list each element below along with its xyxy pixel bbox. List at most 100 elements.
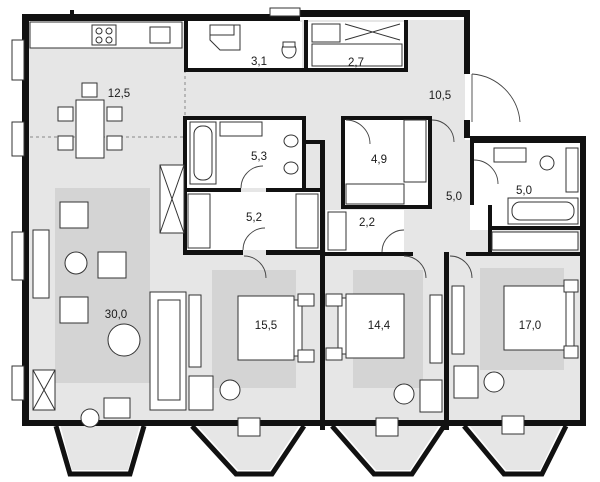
desk [419,379,443,413]
wardrobe-icon [187,193,211,249]
stove-icon [91,24,117,46]
tv-unit [188,294,202,368]
room-labels: 12,5 30,0 3,1 2,7 10,5 5,3 4,9 5,0 5,0 5… [105,56,541,332]
dressing-center [345,119,455,205]
bay-bedroom-1 [196,424,300,470]
wall-dressing-right [428,116,432,208]
chair-icon [393,383,415,405]
wall-bath-left-right [302,116,306,190]
wall-right-upper [464,10,470,74]
wall-bath-left-left [183,116,187,254]
wall-closet-left-bottom [183,250,243,255]
area-hall: 10,5 [429,90,451,102]
closet-small [327,211,405,253]
wall-bay-bedroom-2 [330,424,447,477]
nightstand [325,293,343,307]
armchair [59,296,89,324]
bedroom-1 [188,255,315,437]
wardrobe-icon [491,231,579,251]
walls [22,10,586,477]
bath-left [189,121,299,189]
area-bath-right: 5,0 [516,185,532,197]
bay-bedroom-3 [468,424,562,470]
side-table [64,251,88,275]
armchair [501,415,525,435]
nightstand [563,279,579,293]
window-top [269,7,301,17]
wall-corridor-right [488,205,492,256]
wall-dressing-top [341,116,432,120]
wardrobe-icon [565,147,579,193]
chair-icon [219,379,241,401]
bed-icon [503,285,567,351]
bedroom-3 [449,231,579,435]
chair-icon [106,135,123,151]
wall-bedroom-mid-right [444,252,449,430]
armchair [237,417,261,437]
bay-living [60,424,140,470]
area-bath-left: 5,3 [251,151,267,163]
coffee-table [107,323,141,357]
sofa-icon [149,291,187,411]
area-closet-small: 2,2 [359,217,375,229]
chair-icon [483,371,505,393]
bedroom-2 [325,255,443,437]
wall-closet-small-bottom [325,252,413,256]
wardrobe-icon [311,43,403,67]
bath-top [209,24,297,59]
desk [188,375,214,411]
nightstand [297,349,315,363]
nightstand [325,347,343,361]
wall-laundry-left [304,20,308,70]
wall-bath-right-left [470,143,474,205]
wall-top-left-step [70,10,74,21]
wall-top-right [300,10,466,17]
windows [11,7,301,401]
sink-icon [149,26,171,44]
window-left-4 [11,365,25,401]
armchair [59,201,89,229]
chair-icon [57,106,74,122]
area-kitchen-dining: 12,5 [108,88,130,100]
washer [311,23,341,43]
door-icon [471,73,521,123]
wall-right-lower-hall [464,120,470,138]
wall-bath-left-bottom [183,188,241,192]
area-laundry: 2,7 [348,57,364,69]
table-icon [75,99,105,159]
wall-bottom [22,420,586,426]
wall-bedroom-right-top [466,252,580,256]
toilet-icon [283,134,299,148]
wall-top-left [22,14,300,21]
side-table [80,408,100,428]
wall-bath-left-top [183,116,305,120]
sink-icon [493,147,527,163]
wall-right-outer [580,136,586,426]
desk [453,365,479,399]
window-left-1 [11,39,25,81]
sink-icon [219,121,263,137]
kitchen [29,21,183,49]
bed-icon [345,293,405,359]
armchair [375,417,399,437]
armchair [103,397,131,419]
wall-bay-bedroom-3 [462,424,569,477]
wall-closet-left-bottom2 [266,250,324,255]
closet-left [187,193,319,251]
toilet-icon [283,161,299,175]
wall-laundry-right [404,20,408,72]
area-bedroom-2: 14,4 [368,320,391,332]
laundry [311,23,403,67]
chair-icon [57,135,74,151]
tv-unit [451,285,465,355]
living [32,164,187,428]
wall-entry-post [304,140,324,144]
area-living: 30,0 [105,309,127,321]
area-corridor: 5,0 [446,191,462,203]
wardrobe-icon [295,193,319,249]
sink-icon [209,24,235,36]
wall-dressing-bottom [341,205,432,209]
dining [57,82,123,159]
wardrobe-icon [345,183,405,205]
